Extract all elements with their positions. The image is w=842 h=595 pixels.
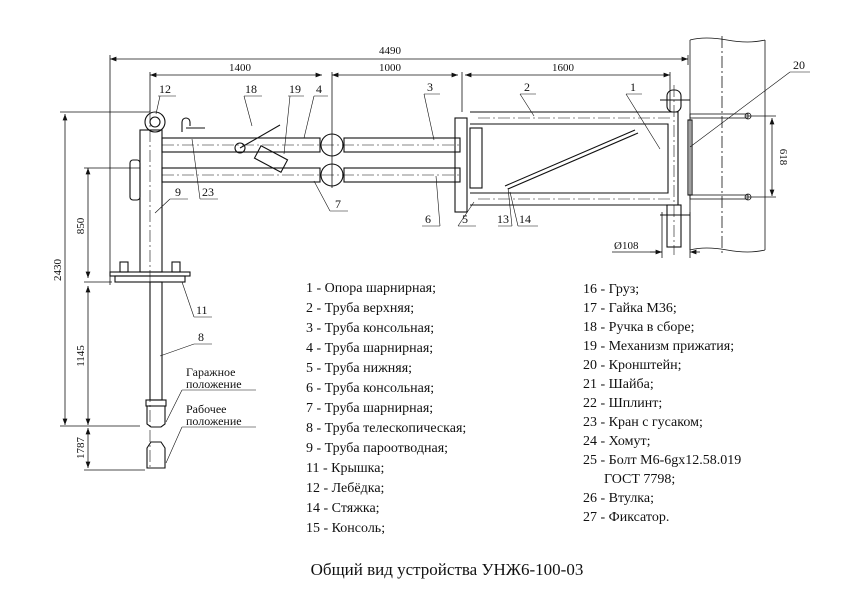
callout-11: 11 bbox=[196, 303, 208, 317]
dim-4490: 4490 bbox=[379, 45, 402, 57]
legend-item: 9 - Труба пароотводная; bbox=[306, 441, 449, 456]
callout-4: 4 bbox=[316, 82, 322, 96]
legend-item: 6 - Труба консольная; bbox=[306, 381, 435, 396]
legend-item: 8 - Труба телескопическая; bbox=[306, 421, 467, 436]
legend-item: 21 - Шайба; bbox=[583, 377, 654, 392]
legend-item: 2 - Труба верхняя; bbox=[306, 301, 415, 316]
legend-right: 16 - Груз; 17 - Гайка М36; 18 - Ручка в сб… bbox=[583, 280, 741, 527]
dim-1600: 1600 bbox=[552, 62, 575, 74]
dim-1400: 1400 bbox=[229, 62, 252, 74]
dim-850: 850 bbox=[75, 217, 87, 234]
legend-item: 23 - Кран с гусаком; bbox=[583, 415, 703, 430]
callout-19: 19 bbox=[289, 82, 301, 96]
dimension-lines bbox=[60, 55, 776, 471]
callout-2: 2 bbox=[524, 80, 530, 94]
dim-1000: 1000 bbox=[379, 62, 402, 74]
callout-14: 14 bbox=[519, 212, 531, 226]
legend-item: 25 - Болт М6-6gх12.58.019 bbox=[583, 453, 742, 468]
legend-item: 20 - Кронштейн; bbox=[583, 358, 682, 373]
callout-20: 20 bbox=[793, 58, 805, 72]
legend-item: 3 - Труба консольная; bbox=[306, 321, 435, 336]
callout-5: 5 bbox=[462, 212, 468, 226]
callout-18: 18 bbox=[245, 82, 257, 96]
legend-item: 12 - Лебёдка; bbox=[306, 481, 385, 496]
dim-diameter: Ø108 bbox=[614, 240, 639, 252]
callout-9: 9 bbox=[175, 185, 181, 199]
legend-item: 18 - Ручка в сборе; bbox=[583, 320, 695, 335]
callout-8: 8 bbox=[198, 330, 204, 344]
callout-7: 7 bbox=[335, 197, 341, 211]
legend-item: 5 - Труба нижняя; bbox=[306, 361, 413, 376]
legend-item: 27 - Фиксатор. bbox=[583, 510, 670, 525]
legend-item: 4 - Труба шарнирная; bbox=[306, 341, 434, 356]
drawing-caption: Общий вид устройства УНЖ6-100-03 bbox=[310, 560, 584, 579]
support-pillar bbox=[689, 36, 766, 256]
callout-1: 1 bbox=[630, 80, 636, 94]
legend-item: 14 - Стяжка; bbox=[306, 501, 380, 516]
callout-23: 23 bbox=[202, 185, 214, 199]
callout-6: 6 bbox=[425, 212, 431, 226]
legend-item: 11 - Крышка; bbox=[306, 461, 385, 476]
dim-618: 618 bbox=[777, 149, 789, 166]
legend-item: ГОСТ 7798; bbox=[583, 472, 676, 487]
garage-label-2: положение bbox=[186, 377, 242, 391]
legend-item: 22 - Шплинт; bbox=[583, 396, 663, 411]
dimension-labels: 4490 1400 1000 1600 2430 850 1145 1787 6… bbox=[52, 45, 789, 459]
dim-1787: 1787 bbox=[75, 437, 87, 460]
legend-item: 16 - Груз; bbox=[583, 282, 640, 297]
callout-labels: 12 18 19 4 3 2 1 20 9 23 7 6 5 13 14 11 … bbox=[159, 58, 805, 428]
arm-pipes bbox=[161, 124, 461, 187]
legend-item: 17 - Гайка М36; bbox=[583, 301, 677, 316]
legend-left: 1 - Опора шарнирная; 2 - Труба верхняя; 3 … bbox=[306, 279, 466, 539]
work-label-2: положение bbox=[186, 414, 242, 428]
dim-1145: 1145 bbox=[75, 345, 87, 367]
console-frame bbox=[454, 89, 693, 248]
garage-label-1: Гаражное bbox=[186, 365, 235, 379]
legend-item: 7 - Труба шарнирная; bbox=[306, 401, 434, 416]
legend-item: 15 - Консоль; bbox=[306, 521, 386, 536]
legend-item: 26 - Втулка; bbox=[583, 491, 654, 506]
legend-item: 19 - Механизм прижатия; bbox=[583, 339, 735, 354]
callout-leaders bbox=[154, 71, 810, 464]
callout-12: 12 bbox=[159, 82, 171, 96]
callout-3: 3 bbox=[427, 80, 433, 94]
legend-item: 24 - Хомут; bbox=[583, 434, 651, 449]
work-label-1: Рабочее bbox=[186, 402, 226, 416]
callout-13: 13 bbox=[497, 212, 509, 226]
legend-item: 1 - Опора шарнирная; bbox=[306, 281, 436, 296]
center-lines bbox=[149, 85, 675, 470]
dim-2430: 2430 bbox=[52, 259, 64, 282]
